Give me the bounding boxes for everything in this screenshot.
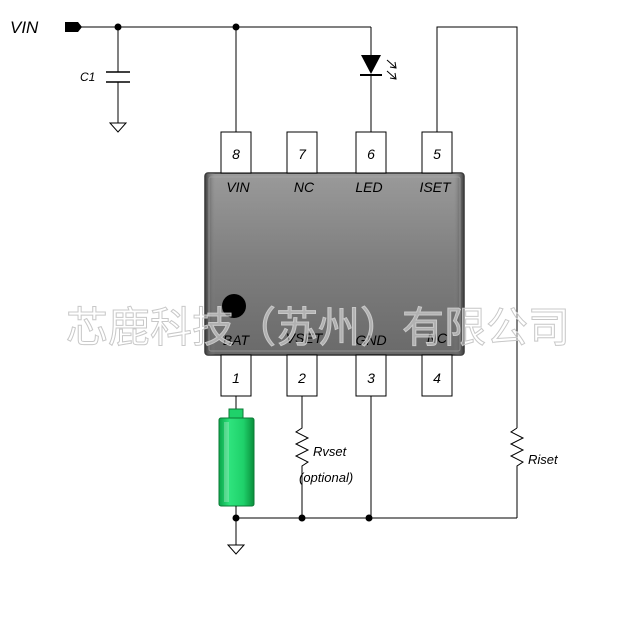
resistor-riset-icon xyxy=(509,427,525,518)
resistor-rvset-icon xyxy=(294,396,310,518)
vin-terminal-icon xyxy=(65,22,82,32)
pin-2: 2 xyxy=(286,354,318,397)
rvset-label: Rvset xyxy=(313,444,348,459)
pin-5: 5 xyxy=(421,131,453,174)
ic-chip xyxy=(204,172,465,356)
pin-name-gnd: GND xyxy=(355,332,386,348)
pin-7: 7 xyxy=(286,131,318,174)
pin-6: 6 xyxy=(355,131,387,174)
rvset-optional-note: (optional) xyxy=(299,470,353,485)
pin-name-nc: NC xyxy=(294,179,315,195)
pin-name-vin: VIN xyxy=(226,179,250,195)
pin-number: 1 xyxy=(232,370,240,386)
ground-icon xyxy=(226,544,246,555)
pin-name-led: LED xyxy=(355,179,382,195)
junction-dot xyxy=(365,514,373,522)
pin-number: 8 xyxy=(232,146,240,162)
c1-label: C1 xyxy=(80,70,95,84)
pin-number: 7 xyxy=(298,146,307,162)
pin1-marker-dot xyxy=(222,294,246,318)
pin-number: 6 xyxy=(367,146,375,162)
pin-4: 4 xyxy=(421,354,453,397)
battery-icon xyxy=(218,408,255,507)
pin-number: 5 xyxy=(433,146,441,162)
ground-icon xyxy=(108,122,128,133)
iset-wire xyxy=(436,26,518,428)
pin-name-nc: NC xyxy=(427,330,448,346)
junction-dot xyxy=(298,514,306,522)
riset-label: Riset xyxy=(528,452,559,467)
capacitor-c1 xyxy=(106,27,130,133)
pin-name-vset: VSET xyxy=(286,330,324,346)
pin-3: 3 xyxy=(355,354,387,397)
pin-1: 1 xyxy=(220,354,252,397)
pin-name-iset: ISET xyxy=(419,179,452,195)
pin-name-bat: BAT xyxy=(223,332,251,348)
pin-number: 2 xyxy=(297,370,306,386)
watermark-text: 芯鹿科技（苏州）有限公司 xyxy=(66,303,570,352)
pin-8: 8 xyxy=(220,131,252,174)
pin-number: 3 xyxy=(367,370,375,386)
pin-number: 4 xyxy=(433,370,441,386)
vin-label: VIN xyxy=(10,18,39,37)
junction-dot xyxy=(232,514,240,522)
led-icon xyxy=(360,27,397,132)
